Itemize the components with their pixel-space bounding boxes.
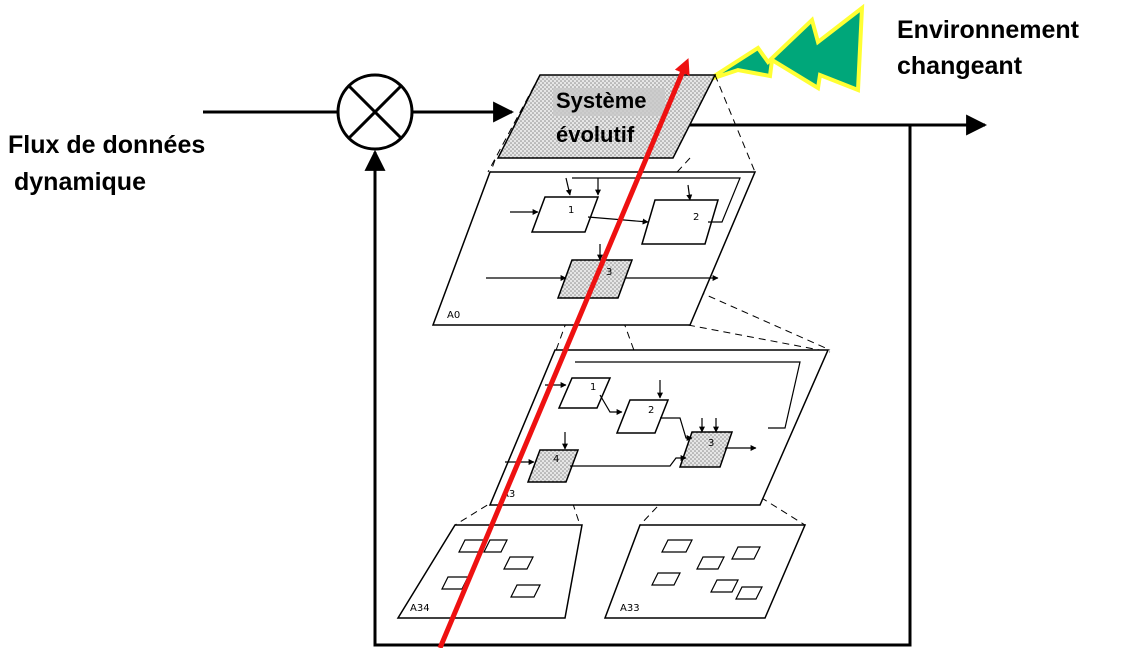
circle-x-icon	[336, 73, 414, 151]
a3-box-1	[557, 377, 612, 409]
system-label-line1: Système	[556, 88, 647, 113]
a0-box-2	[640, 199, 720, 245]
a3-box-4-label: 4	[553, 454, 559, 465]
environment-label-line1: Environnement	[897, 16, 1080, 44]
a0-box-3-label: 3	[606, 267, 612, 278]
level-a0: A0 1 2 3	[431, 171, 757, 326]
level-a0-label: A0	[447, 310, 460, 321]
a0-box-1	[530, 196, 600, 233]
level-a3-label: A3	[502, 489, 515, 500]
level-a34: A34	[396, 524, 583, 619]
system-label-line2: évolutif	[556, 122, 635, 147]
environment-label-line2: changeant	[897, 52, 1023, 80]
input-flow-label-line2: dynamique	[14, 168, 146, 196]
a0-box-2-label: 2	[693, 212, 699, 223]
level-a33-label: A33	[620, 603, 640, 614]
level-a33: A33	[603, 524, 807, 619]
level-a3: A3 1 2 3 4	[488, 349, 830, 506]
a3-box-2-label: 2	[648, 405, 654, 416]
lightning-icon	[706, 3, 865, 93]
a0-box-1-label: 1	[568, 205, 574, 216]
a3-box-2	[615, 399, 670, 434]
a3-box-3-label: 3	[708, 438, 714, 449]
a3-box-1-label: 1	[590, 382, 596, 393]
system-box: Système évolutif	[496, 74, 717, 159]
a3-box-4	[526, 449, 580, 483]
level-a34-label: A34	[410, 603, 430, 614]
feedback-loop	[364, 114, 988, 647]
evolution-arrow	[437, 58, 690, 648]
input-flow-label-line1: Flux de données	[8, 131, 205, 159]
